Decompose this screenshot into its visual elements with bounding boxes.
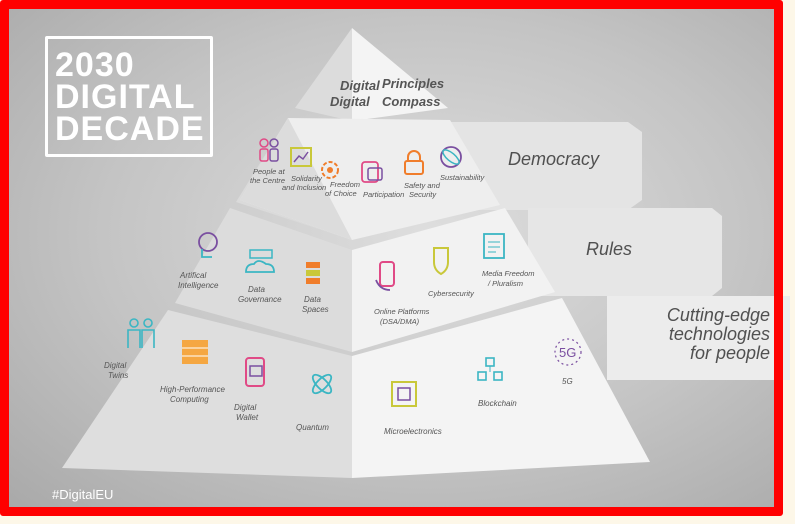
svg-text:Wallet: Wallet <box>236 413 259 422</box>
svg-text:High-Performance: High-Performance <box>160 385 225 394</box>
svg-text:/ Pluralism: / Pluralism <box>487 279 523 288</box>
svg-text:Governance: Governance <box>238 295 282 304</box>
apex-digital-right: Digital <box>330 94 370 109</box>
svg-text:and Inclusion: and Inclusion <box>282 183 326 192</box>
svg-text:Cybersecurity: Cybersecurity <box>428 289 475 298</box>
svg-text:Security: Security <box>409 190 437 199</box>
tier3-right-face <box>352 298 650 478</box>
5g-icon: 5G <box>554 338 582 366</box>
svg-text:Safety and: Safety and <box>404 181 441 190</box>
layers-icon <box>306 262 320 284</box>
svg-text:Data: Data <box>248 285 265 294</box>
tier-label-tech-line-1: Cutting-edge <box>666 305 770 325</box>
principle-participation: Participation <box>363 190 404 199</box>
svg-text:Quantum: Quantum <box>296 423 329 432</box>
tech-5g: 5G <box>562 377 573 386</box>
tech-banner <box>607 296 790 380</box>
people-icon <box>259 138 279 162</box>
apex-digital-left: Digital <box>340 78 380 93</box>
svg-text:Solidarity: Solidarity <box>291 174 323 183</box>
blockchain-icon <box>477 357 503 381</box>
svg-text:(DSA/DMA): (DSA/DMA) <box>380 317 420 326</box>
apex-compass: Compass <box>382 94 441 109</box>
title-box <box>45 36 213 157</box>
hand-icon <box>361 161 383 183</box>
hashtag: #DigitalEU <box>52 487 114 502</box>
leaf-icon <box>440 146 462 168</box>
svg-text:Twins: Twins <box>108 371 128 380</box>
svg-text:5G: 5G <box>562 377 573 386</box>
svg-text:Computing: Computing <box>170 395 209 404</box>
tier-label-tech-line-2: technologies <box>668 324 770 344</box>
twins-icon <box>127 318 155 348</box>
5g-icon-text: 5G <box>559 345 576 360</box>
tier2-left-face <box>175 208 352 352</box>
apex-principles: Principles <box>382 76 444 91</box>
news-icon <box>483 233 505 259</box>
atom-icon <box>311 373 333 395</box>
svg-text:Online Platforms: Online Platforms <box>374 307 430 316</box>
chip-icon <box>391 381 417 407</box>
chart-icon <box>290 147 312 167</box>
svg-text:of Choice: of Choice <box>325 189 357 198</box>
title: 2030 DIGITAL DECADE <box>55 46 205 148</box>
svg-text:Media Freedom: Media Freedom <box>482 269 535 278</box>
rule-media-freedom: Media Freedom/ Pluralism <box>482 269 535 288</box>
svg-text:Artifical: Artifical <box>179 271 206 280</box>
rule-online-platforms: Online Platforms(DSA/DMA) <box>374 307 430 326</box>
svg-text:People at: People at <box>253 167 286 176</box>
democracy-banner <box>440 122 642 210</box>
tech-microelectronics: Microelectronics <box>384 427 442 436</box>
tech-blockchain: Blockchain <box>478 399 517 408</box>
svg-text:Freedom: Freedom <box>330 180 360 189</box>
tech-quantum: Quantum <box>296 423 329 432</box>
svg-text:Participation: Participation <box>363 190 404 199</box>
lock-icon <box>404 150 424 175</box>
rules-banner <box>528 208 722 296</box>
svg-text:Blockchain: Blockchain <box>478 399 517 408</box>
svg-text:Microelectronics: Microelectronics <box>384 427 442 436</box>
rule-cybersecurity: Cybersecurity <box>428 289 475 298</box>
svg-text:Digital: Digital <box>234 403 256 412</box>
cloud-icon <box>245 249 275 273</box>
apex-right <box>352 28 448 121</box>
title-line-2: DIGITAL <box>55 78 196 116</box>
principle-sustainability: Sustainability <box>440 173 485 182</box>
svg-text:the Centre: the Centre <box>250 176 285 185</box>
title-line-1: 2030 <box>55 46 135 84</box>
svg-text:Sustainability: Sustainability <box>440 173 485 182</box>
wallet-icon <box>245 357 265 387</box>
svg-text:Spaces: Spaces <box>302 305 329 314</box>
shield-icon <box>433 247 449 276</box>
server-icon <box>182 340 208 364</box>
tier-label-rules: Rules <box>586 239 633 259</box>
tier-label-tech-line-3: for people <box>689 343 770 363</box>
apex-left <box>295 28 352 121</box>
tier-label-democracy: Democracy <box>508 149 600 169</box>
title-line-3: DECADE <box>55 110 205 148</box>
head-icon <box>198 232 218 258</box>
tier3-left-face <box>62 310 352 478</box>
svg-text:Data: Data <box>304 295 321 304</box>
phone-icon <box>375 261 395 291</box>
tier-label-tech: Cutting-edge technologies for people <box>646 306 770 363</box>
svg-text:Intelligence: Intelligence <box>178 281 219 290</box>
svg-text:Digital: Digital <box>104 361 126 370</box>
gear-icon <box>321 161 339 179</box>
